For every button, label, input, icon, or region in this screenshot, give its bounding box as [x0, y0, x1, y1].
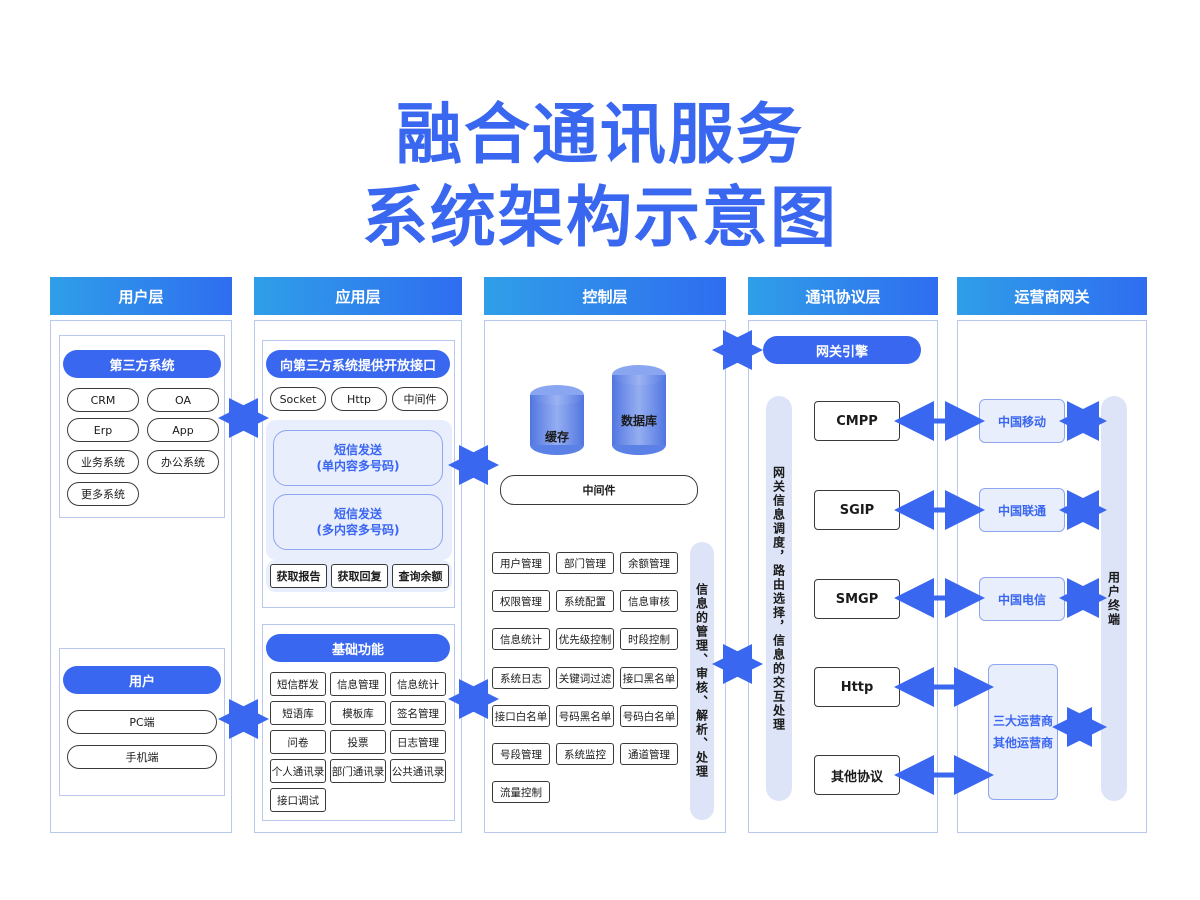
cache-label: 缓存 [545, 430, 570, 444]
basic-item: 部门通讯录 [330, 759, 386, 783]
diagram-title-line2: 系统架构示意图 [362, 179, 838, 256]
basic-item: 信息统计 [390, 672, 446, 696]
basic-item: 投票 [330, 730, 386, 754]
protocol-http2: Http [814, 667, 900, 707]
basic-title: 基础功能 [266, 634, 450, 662]
basic-item: 个人通讯录 [270, 759, 326, 783]
carrier-big-three: 三大运营商 [992, 714, 1053, 728]
carrier-other: 其他运营商 [992, 736, 1053, 750]
control-function: 号码白名单 [620, 705, 678, 727]
action-get-report: 获取报告 [270, 564, 327, 588]
control-function: 用户管理 [492, 552, 550, 574]
carrier-unicom: 中国联通 [979, 488, 1065, 532]
header-control-layer: 控制层 [484, 277, 726, 315]
gateway-engine: 网关引擎 [763, 336, 921, 364]
basic-item: 问卷 [270, 730, 326, 754]
system-crm: CRM [67, 388, 139, 412]
sms-single-sub: (单内容多号码) [316, 459, 400, 473]
basic-item: 信息管理 [330, 672, 386, 696]
sms-single-box: 短信发送 (单内容多号码) [273, 430, 443, 486]
header-app-layer: 应用层 [254, 277, 462, 315]
control-function: 号码黑名单 [556, 705, 614, 727]
control-function: 接口黑名单 [620, 667, 678, 689]
control-function: 系统监控 [556, 743, 614, 765]
user-pc: PC端 [67, 710, 217, 734]
control-side-label: 信息的管理、审核、解析、处理 [690, 542, 714, 820]
control-function: 优先级控制 [556, 628, 614, 650]
control-function: 余额管理 [620, 552, 678, 574]
sms-multi-sub: (多内容多号码) [316, 523, 400, 537]
sms-multi-label: 短信发送 [333, 507, 382, 521]
control-function: 系统配置 [556, 590, 614, 612]
user-mobile: 手机端 [67, 745, 217, 769]
action-get-reply: 获取回复 [331, 564, 388, 588]
basic-item: 日志管理 [390, 730, 446, 754]
header-protocol-layer: 通讯协议层 [748, 277, 938, 315]
basic-item: 短语库 [270, 701, 326, 725]
sms-multi-box: 短信发送 (多内容多号码) [273, 494, 443, 550]
control-function: 关键词过滤 [556, 667, 614, 689]
protocol-socket: Socket [270, 387, 326, 411]
basic-item: 公共通讯录 [390, 759, 446, 783]
control-middleware: 中间件 [500, 475, 698, 505]
system-business: 业务系统 [67, 450, 139, 474]
control-function: 部门管理 [556, 552, 614, 574]
system-oa: OA [147, 388, 219, 412]
basic-item: 短信群发 [270, 672, 326, 696]
protocol-middleware: 中间件 [392, 387, 448, 411]
header-user-layer: 用户层 [50, 277, 232, 315]
control-function: 流量控制 [492, 781, 550, 803]
control-function: 时段控制 [620, 628, 678, 650]
system-more: 更多系统 [67, 482, 139, 506]
user-title: 用户 [63, 666, 221, 694]
control-function: 接口白名单 [492, 705, 550, 727]
basic-item: 签名管理 [390, 701, 446, 725]
sms-single-label: 短信发送 [333, 443, 382, 457]
database-label: 数据库 [621, 414, 658, 428]
control-function: 信息审核 [620, 590, 678, 612]
system-erp: Erp [67, 418, 139, 442]
control-function: 信息统计 [492, 628, 550, 650]
diagram-title-line1: 融合通讯服务 [396, 96, 804, 173]
control-function: 通道管理 [620, 743, 678, 765]
control-function: 号段管理 [492, 743, 550, 765]
control-function: 权限管理 [492, 590, 550, 612]
action-query-balance: 查询余额 [392, 564, 449, 588]
basic-item: 模板库 [330, 701, 386, 725]
protocol-cmpp: CMPP [814, 401, 900, 441]
open-api-title: 向第三方系统提供开放接口 [266, 350, 450, 378]
protocol-other: 其他协议 [814, 755, 900, 795]
basic-item: 接口调试 [270, 788, 326, 812]
protocol-sgip: SGIP [814, 490, 900, 530]
protocol-http: Http [331, 387, 387, 411]
header-gateway-layer: 运营商网关 [957, 277, 1147, 315]
third-party-title: 第三方系统 [63, 350, 221, 378]
system-office: 办公系统 [147, 450, 219, 474]
system-app: App [147, 418, 219, 442]
control-function: 系统日志 [492, 667, 550, 689]
protocol-side-label: 网关信息调度，路由选择，信息的交互处理 [766, 396, 792, 801]
carrier-mobile: 中国移动 [979, 399, 1065, 443]
